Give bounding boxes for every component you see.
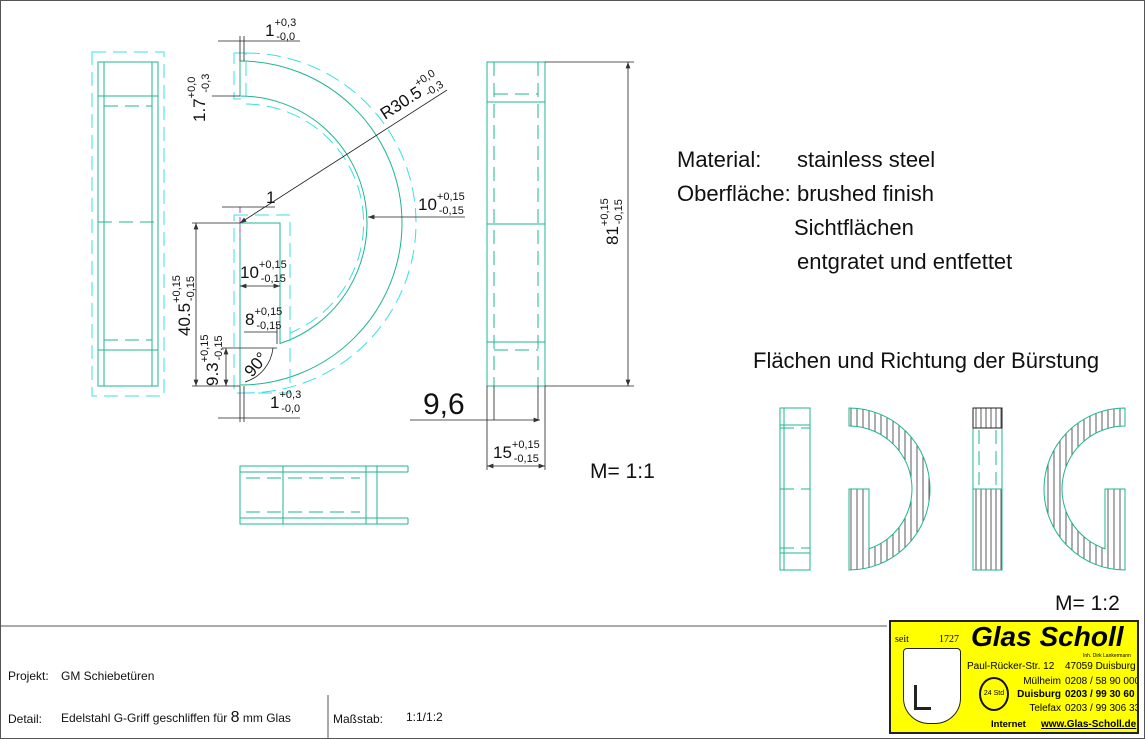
dim-tab-8: 8+0,15-0,15 <box>245 306 282 332</box>
scale-value: 1:1/1:2 <box>406 710 443 724</box>
logo-since: seit <box>895 634 909 645</box>
logo-internet-label: Internet <box>991 719 1026 730</box>
dim-glass-9-6: 9,6 <box>423 388 465 421</box>
logo-owner: Inh. Dirk Lankermann <box>1083 653 1131 659</box>
side-view-left <box>91 51 165 397</box>
glas-scholl-logo: seit 1727 Glas Scholl Inh. Dirk Lankerma… <box>889 620 1139 734</box>
detail-value: Edelstahl G-Griff geschliffen für 8 mm G… <box>61 709 291 726</box>
logo-telefax-label: Telefax <box>1029 703 1061 714</box>
svg-text:Sichtflächen: Sichtflächen <box>794 215 914 240</box>
logo-brand: Glas Scholl <box>971 621 1124 652</box>
dim-81: 81+0,15-0,15 <box>599 198 625 245</box>
svg-text:entgratet und entfettet: entgratet und entfettet <box>797 249 1012 274</box>
dim-tab-10: 10+0,15-0,15 <box>240 259 287 285</box>
logo-telefax-value: 0203 / 99 306 33 <box>1065 703 1139 714</box>
dim-inner-1: 1 <box>266 188 275 207</box>
scale-main: M= 1:1 <box>590 460 655 483</box>
dim-9-3: 9.3+0,15-0,15 <box>199 335 225 386</box>
logo-muelheim-label: Mülheim <box>1023 676 1061 687</box>
brushing-views <box>779 407 1126 571</box>
dim-1-7: 1.7+0,0-0,3 <box>186 74 212 122</box>
svg-text:Material:: Material: <box>677 147 761 172</box>
project-value: GM Schiebetüren <box>61 669 155 683</box>
detail-label: Detail: <box>8 712 43 726</box>
logo-website-link[interactable]: www.Glas-Scholl.de <box>1041 719 1137 730</box>
logo-street: Paul-Rücker-Str. 12 <box>967 661 1055 672</box>
project-label: Projekt: <box>8 669 49 683</box>
dim-top-1: 1+0,3-0,0 <box>265 17 296 43</box>
dim-angle: 90° <box>241 349 272 381</box>
phone-24h-icon: 24 Std <box>979 677 1009 711</box>
scale-label: Maßstab: <box>333 712 384 726</box>
dim-ring-10: 10+0,15-0,15 <box>418 191 465 217</box>
svg-text:stainless steel: stainless steel <box>797 147 935 172</box>
material-notes: Material: stainless steel Oberfläche: br… <box>677 147 1099 373</box>
logo-duisburg-value: 0203 / 99 30 60 <box>1065 689 1135 700</box>
bottom-view <box>239 465 409 525</box>
svg-text:Oberfläche:: Oberfläche: <box>677 181 791 206</box>
dim-radius: R30.5+0,0-0,3 <box>375 67 446 126</box>
logo-muelheim-value: 0208 / 58 90 000 <box>1065 676 1139 687</box>
logo-year: 1727 <box>939 634 959 645</box>
logo-city: 47059 Duisburg <box>1065 661 1136 672</box>
svg-text:brushed finish: brushed finish <box>797 181 934 206</box>
dim-15: 15+0,15-0,15 <box>493 439 540 465</box>
dim-40-5: 40.5+0,15-0,15 <box>171 275 197 336</box>
logo-duisburg-label: Duisburg <box>1017 689 1061 700</box>
dimensions: 1+0,3-0,0 1.7+0,0-0,3 R30.5+0,0-0,3 1 10… <box>171 17 540 423</box>
side-view-right: 81+0,15-0,15 15+0,15-0,15 <box>486 61 634 470</box>
scale-small: M= 1:2 <box>1055 592 1120 615</box>
svg-text:Flächen und Richtung der Bürst: Flächen und Richtung der Bürstung <box>753 348 1099 373</box>
coat-of-arms-icon <box>903 648 961 724</box>
dim-bottom-1: 1+0,3-0,0 <box>270 389 301 415</box>
